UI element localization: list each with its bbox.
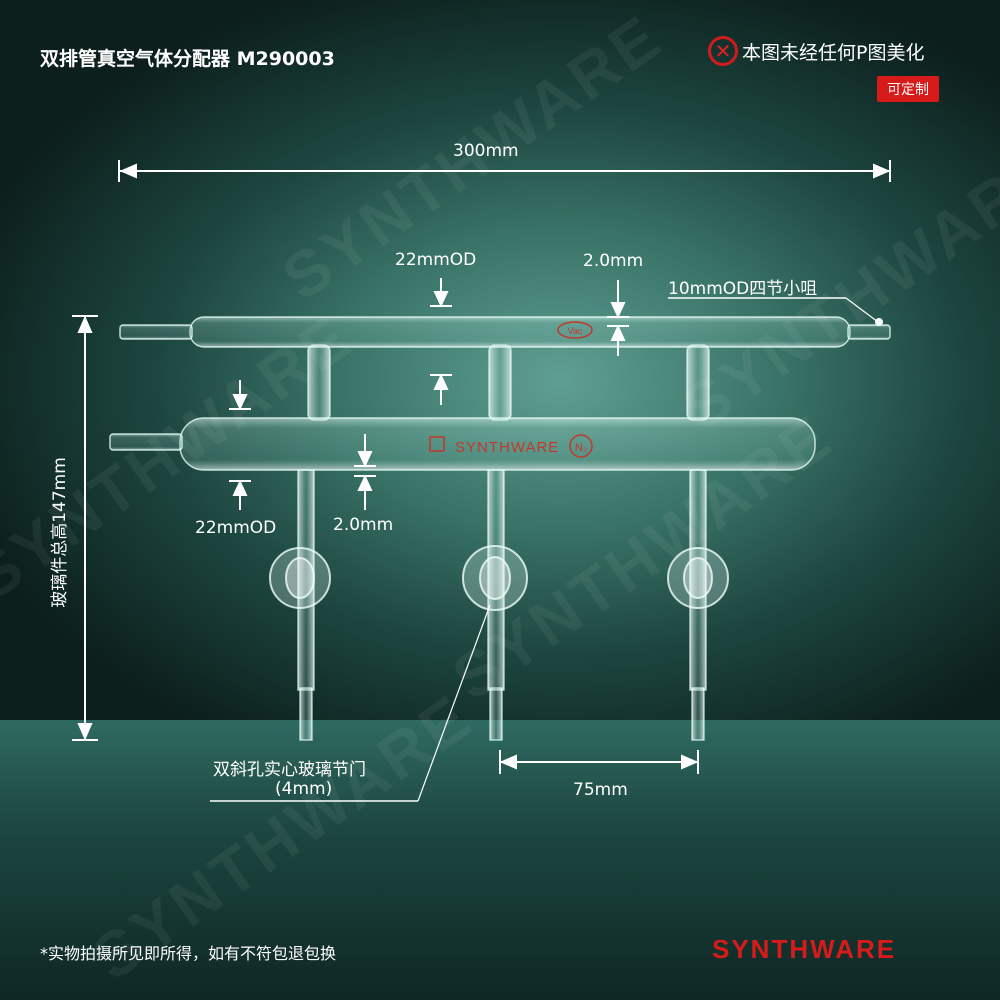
top-od-label: 22mmOD — [395, 250, 477, 270]
bottom-tube — [109, 417, 816, 471]
stopcocks — [269, 545, 729, 611]
dimension-lines — [72, 160, 891, 802]
bottom-wall-label: 2.0mm — [333, 515, 394, 535]
stopcock-callout-size: (4mm) — [275, 779, 333, 799]
page-title: 双排管真空气体分配器 M290003 — [40, 48, 335, 70]
spacing-label: 75mm — [573, 780, 628, 800]
brand-logo: SYNTHWARE — [712, 934, 897, 964]
glass-brand-mark: SYNTHWARE — [455, 439, 559, 456]
notice: ✕ 本图未经任何P图美化 — [708, 36, 924, 66]
width-label: 300mm — [453, 141, 519, 161]
bottom-od-label: 22mmOD — [195, 518, 277, 538]
glass-logo-icon — [429, 436, 445, 452]
vac-mark: Vac — [568, 326, 583, 336]
x-circle-icon: ✕ — [708, 36, 738, 66]
n2-mark: N₂ — [575, 442, 587, 454]
height-label: 玻璃件总高147mm — [49, 457, 70, 608]
glass-markings — [557, 321, 593, 458]
stopcock-callout: 双斜孔实心玻璃节门 — [213, 760, 366, 780]
vertical-tubes — [297, 344, 710, 741]
customizable-badge: 可定制 — [877, 76, 939, 102]
top-wall-label: 2.0mm — [583, 251, 644, 271]
footnote: *实物拍摄所见即所得，如有不符包退包换 — [40, 944, 337, 963]
hose-barb-label: 10mmOD四节小咀 — [668, 279, 818, 299]
top-tube — [119, 316, 891, 348]
notice-text: 本图未经任何P图美化 — [742, 41, 925, 64]
